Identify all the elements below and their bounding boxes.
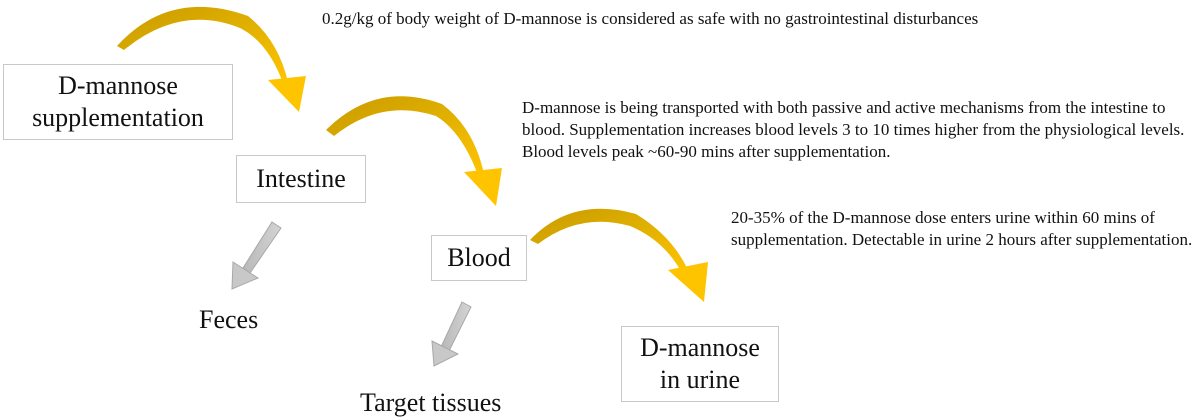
node-urine-line1: D-mannose <box>640 333 760 362</box>
node-supplementation-line2: supplementation <box>32 103 204 132</box>
node-supplementation-line1: D-mannose <box>58 71 178 100</box>
curved-arrow-supplementation-to-intestine <box>117 6 306 112</box>
note-safety: 0.2g/kg of body weight of D-mannose is c… <box>322 9 979 28</box>
label-target-tissues: Target tissues <box>360 388 502 417</box>
curved-arrow-intestine-to-blood <box>326 96 502 206</box>
node-urine-line2: in urine <box>659 365 741 394</box>
label-feces: Feces <box>199 305 259 334</box>
node-blood-label: Blood <box>447 243 511 272</box>
note-urine: 20-35% of the D-mannose dose enters urin… <box>731 208 1193 249</box>
curved-arrow-blood-to-urine <box>530 208 708 302</box>
node-intestine: Intestine <box>236 155 366 203</box>
note-transport: D-mannose is being transported with both… <box>522 98 1185 161</box>
node-d-mannose-supplementation: D-mannose supplementation <box>3 64 233 140</box>
node-intestine-label: Intestine <box>256 164 346 193</box>
node-blood: Blood <box>431 235 527 281</box>
node-d-mannose-in-urine: D-mannose in urine <box>621 326 779 402</box>
straight-arrow-intestine-to-feces <box>231 221 282 290</box>
straight-arrow-blood-to-target-tissues <box>431 301 472 367</box>
